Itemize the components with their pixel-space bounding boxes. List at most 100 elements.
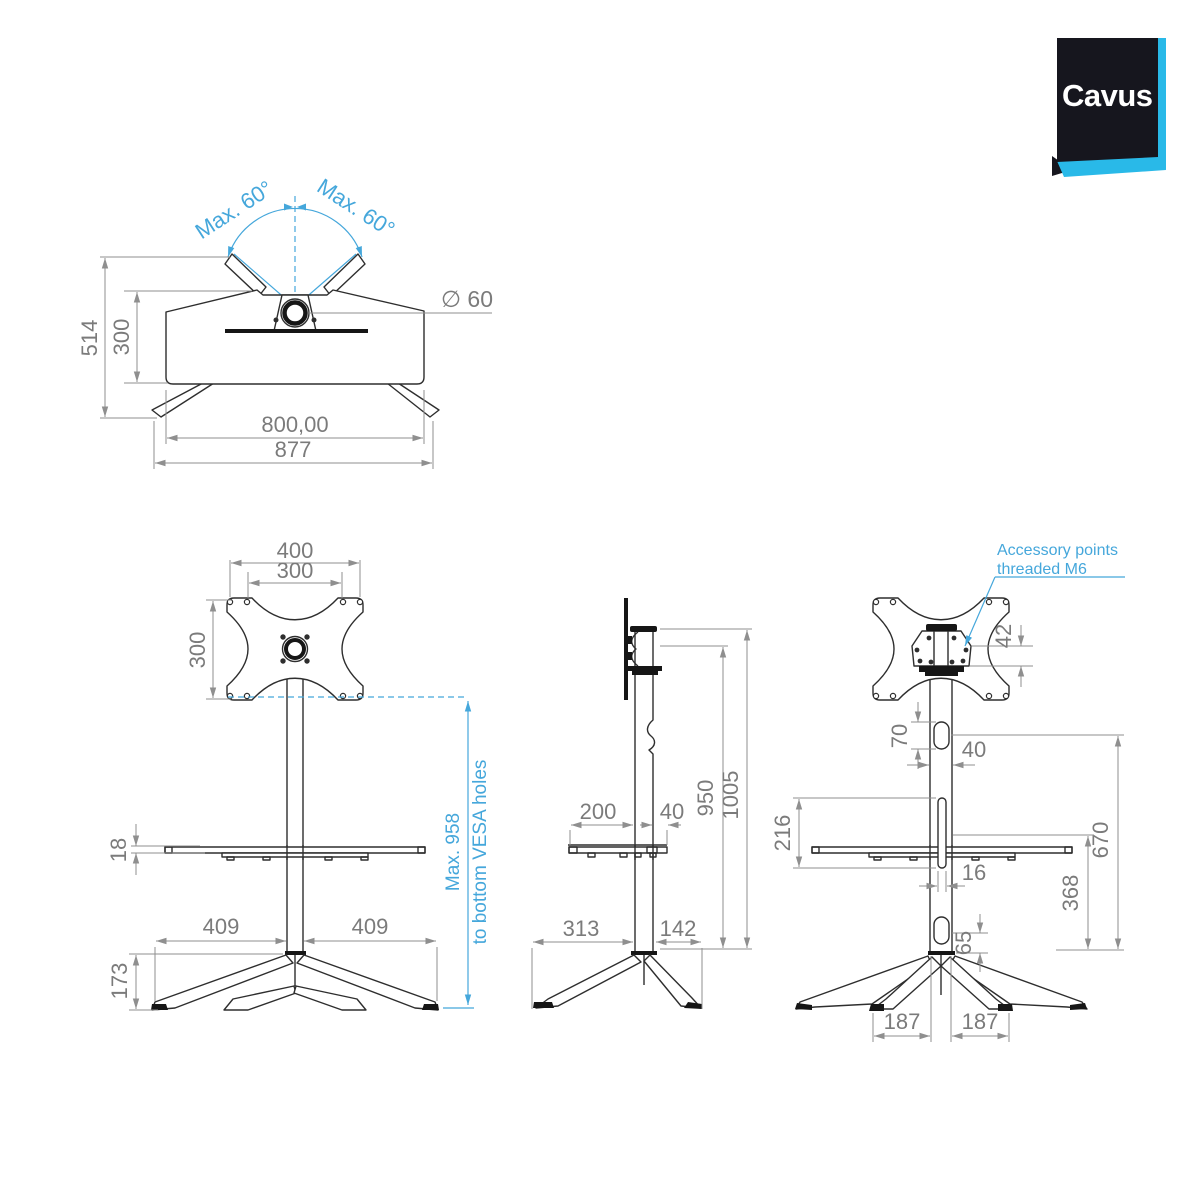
front-column	[286, 675, 304, 954]
dim-313-label: 313	[563, 916, 600, 941]
front-foot-cap-right	[422, 1004, 439, 1010]
dim-40-side-label: 40	[660, 799, 684, 824]
dim-1005: 1005	[660, 628, 752, 950]
dim-877: 877	[153, 421, 434, 469]
dim-187-left: 187	[872, 956, 932, 1042]
dim-16: 16	[919, 860, 986, 892]
front-shelf-cap-right	[417, 846, 426, 854]
dim-514-label: 514	[77, 320, 102, 357]
dim-950: 950	[660, 645, 728, 948]
swivel-arm-left	[224, 253, 267, 297]
front-foot-cap-left	[151, 1004, 168, 1010]
dim-200-label: 200	[580, 799, 617, 824]
dim-max-958: Max. 958 to bottom VESA holes	[228, 696, 491, 1009]
side-leg-rear	[643, 954, 702, 1009]
dim-409-right-label: 409	[352, 914, 389, 939]
front-view: 400 300 300 18 409	[106, 538, 491, 1011]
dim-187-right: 187	[950, 956, 1010, 1042]
clamp-bolt-right	[311, 317, 317, 323]
dim-300-top-label: 300	[109, 319, 134, 356]
dim-pole-diameter: ∅ 60	[309, 286, 493, 314]
top-view: Max. 60° Max. 60° 514 300 ∅ 60 800,00	[77, 174, 493, 469]
back-base-collar	[928, 951, 955, 955]
brand-logo: Cavus	[1052, 38, 1166, 177]
front-vesa-plate	[226, 597, 364, 701]
pole-ring	[282, 300, 308, 326]
dim-300-height-label: 300	[185, 632, 210, 669]
back-foot-cap-inner-left	[869, 1004, 884, 1011]
dim-187-left-label: 187	[884, 1009, 921, 1034]
front-leg-inner-left	[223, 985, 297, 1011]
front-shelf-support	[221, 852, 369, 858]
accessory-note: Accessory points threaded M6	[964, 542, 1125, 647]
front-base-collar	[285, 951, 306, 955]
dim-42-label: 42	[991, 624, 1016, 648]
dim-173: 173	[107, 953, 283, 1011]
accessory-note-line1: Accessory points	[997, 542, 1118, 559]
side-tv-panel	[624, 598, 628, 700]
dim-142: 142	[656, 916, 703, 1009]
cable-slot-bottom	[933, 916, 950, 945]
dim-max-958-label: Max. 958	[443, 813, 464, 891]
dim-216: 216	[770, 797, 936, 869]
side-foot-cap-rear	[684, 1002, 702, 1009]
back-foot-cap-outer-right	[1070, 1003, 1087, 1010]
logo-text: Cavus	[1062, 78, 1153, 113]
dim-514: 514	[77, 256, 230, 419]
front-shelf	[164, 846, 426, 854]
dim-18: 18	[106, 824, 205, 875]
dim-swivel-angle: Max. 60° Max. 60°	[191, 174, 400, 258]
dim-409-left: 409	[154, 914, 286, 1001]
top-view-leg-left	[151, 382, 215, 418]
dim-313: 313	[531, 916, 633, 1009]
front-leg-inner-right	[293, 985, 367, 1011]
side-foot-cap-front	[533, 1002, 554, 1008]
cable-cover-strip	[937, 797, 947, 869]
dim-409-right: 409	[304, 914, 438, 1001]
dim-173-label: 173	[107, 963, 132, 1000]
dim-300-width-label: 300	[277, 558, 314, 583]
dim-16-label: 16	[962, 860, 986, 885]
dim-65-label: 65	[951, 931, 976, 955]
dim-300-width: 300	[247, 558, 343, 598]
dim-409-left-label: 409	[203, 914, 240, 939]
dim-800: 800,00	[165, 390, 425, 444]
logo-box	[1057, 38, 1158, 162]
dim-42: 42	[970, 624, 1033, 687]
dim-40-side: 40	[640, 799, 684, 845]
dim-1005-label: 1005	[718, 771, 743, 820]
side-base-collar	[631, 951, 657, 955]
accessory-bracket-top-bar	[926, 624, 957, 631]
accessory-bracket-channel	[933, 630, 949, 667]
dim-max-958-note: to bottom VESA holes	[470, 760, 491, 945]
dim-200: 200	[569, 799, 633, 845]
dim-angle-right-label: Max. 60°	[313, 174, 400, 242]
dim-670-label: 670	[1088, 822, 1113, 859]
dim-368: 368	[953, 834, 1124, 951]
dim-pole-diameter-label: ∅ 60	[441, 286, 493, 312]
side-clamp-top	[630, 626, 657, 632]
dim-216-label: 216	[770, 815, 795, 852]
dim-877-label: 877	[275, 437, 312, 462]
dim-300-height: 300	[185, 599, 231, 700]
cable-slot-top	[933, 721, 950, 750]
side-clamp-bottom	[628, 666, 662, 671]
logo-accent-right	[1157, 38, 1166, 170]
accessory-note-line2: threaded M6	[997, 561, 1087, 578]
back-foot-cap-inner-right	[998, 1004, 1013, 1011]
dim-800-label: 800,00	[261, 412, 328, 437]
dim-40-back-label: 40	[962, 737, 986, 762]
tv-bracket-bar	[225, 329, 368, 333]
side-column	[634, 629, 656, 954]
side-leg-front	[535, 954, 642, 1009]
dim-300-top: 300	[109, 290, 252, 384]
back-view: Accessory points threaded M6 42 70 40	[770, 542, 1125, 1042]
dim-70-label: 70	[887, 724, 912, 748]
dim-angle-left-label: Max. 60°	[191, 176, 278, 244]
dim-400: 400	[229, 538, 361, 597]
dim-70: 70	[887, 702, 936, 769]
swivel-arm-right	[323, 253, 366, 297]
clamp-bolt-left	[273, 317, 279, 323]
